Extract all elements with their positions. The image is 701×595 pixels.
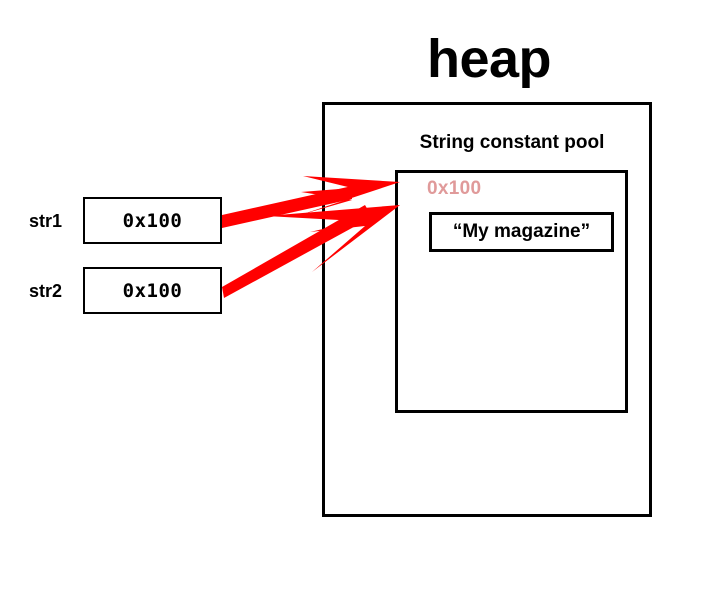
variable-label-str2: str2 xyxy=(29,281,63,301)
pool-address-text: 0x100 xyxy=(427,178,482,199)
interned-string-box: “My magazine” xyxy=(429,212,614,252)
variable-box-str1: 0x100 xyxy=(83,197,222,244)
variable-value-str1: 0x100 xyxy=(122,209,183,232)
string-constant-pool-box xyxy=(395,170,628,413)
variable-box-str2: 0x100 xyxy=(83,267,222,314)
variable-value-str2: 0x100 xyxy=(122,279,183,302)
variable-label-str1: str1 xyxy=(29,211,63,231)
interned-string-value: “My magazine” xyxy=(452,221,591,242)
heap-title: heap xyxy=(426,29,552,89)
heap-container-box xyxy=(322,102,652,517)
string-constant-pool-label: String constant pool xyxy=(419,132,605,153)
